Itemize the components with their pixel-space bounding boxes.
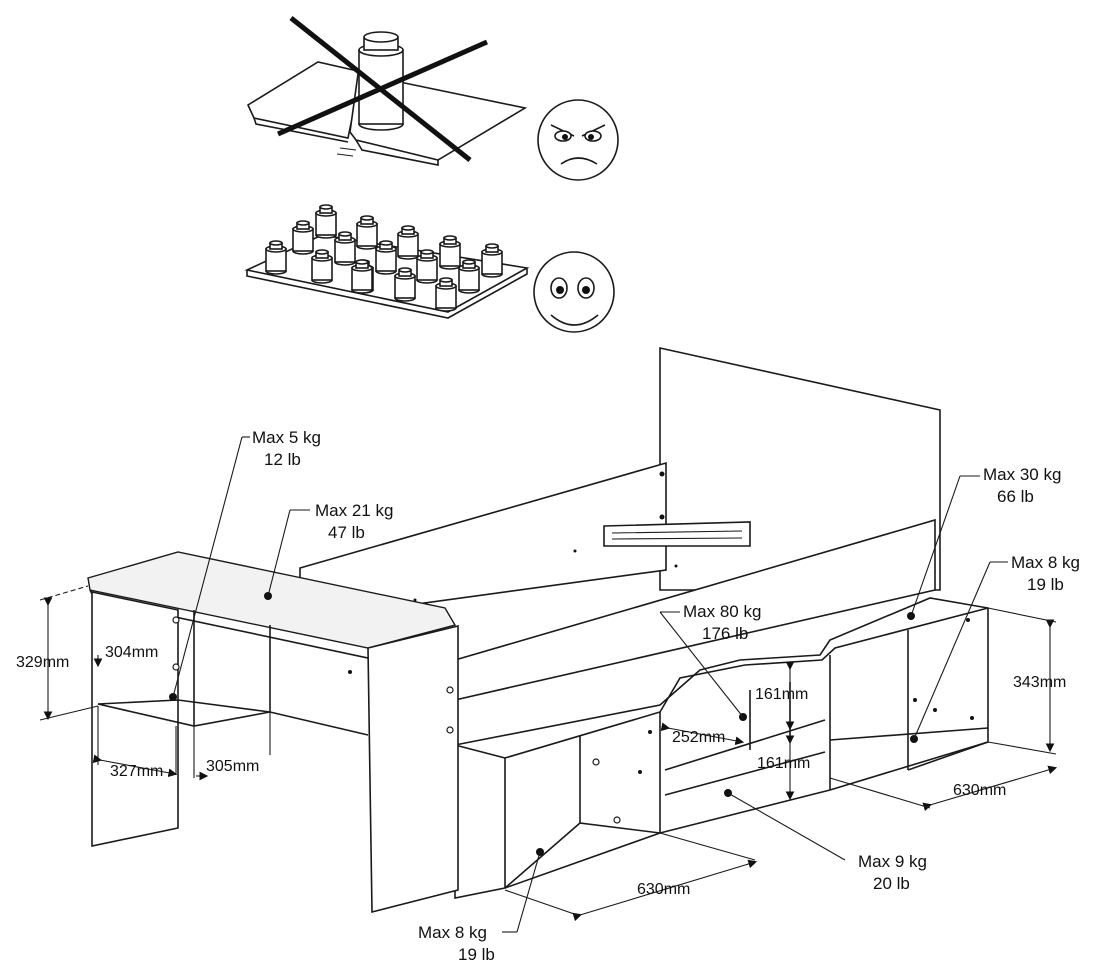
svg-text:19 lb: 19 lb xyxy=(458,945,495,964)
small-weight xyxy=(458,259,480,294)
svg-text:19 lb: 19 lb xyxy=(1027,575,1064,594)
dim-desk-shelf-width: 327mm xyxy=(110,763,163,780)
dim-mid-gap-lower: 161mm xyxy=(757,755,810,772)
small-weight xyxy=(397,225,419,260)
dim-desk-shelf-depth: 304mm xyxy=(105,644,158,661)
small-weight xyxy=(292,220,314,255)
small-weight xyxy=(481,243,503,278)
svg-text:Max 21 kg: Max 21 kg xyxy=(315,501,393,520)
weight-grid xyxy=(265,204,503,312)
svg-text:Max 8 kg: Max 8 kg xyxy=(1011,553,1080,572)
bed-frame xyxy=(87,347,989,914)
small-weight xyxy=(394,267,416,302)
small-weight xyxy=(315,204,337,239)
svg-text:47 lb: 47 lb xyxy=(328,523,365,542)
dim-desk-leg-gap: 305mm xyxy=(206,758,259,775)
happy-face-icon xyxy=(533,251,615,333)
dim-desk-height: 329mm xyxy=(16,654,69,671)
small-weight xyxy=(375,240,397,275)
svg-text:12 lb: 12 lb xyxy=(264,450,301,469)
small-weight xyxy=(416,249,438,284)
svg-text:Max 80 kg: Max 80 kg xyxy=(683,602,761,621)
load-markers xyxy=(169,436,1008,933)
dimension-lines xyxy=(39,585,1058,922)
svg-text:66 lb: 66 lb xyxy=(997,487,1034,506)
distributed-weights-icon xyxy=(244,204,530,319)
load-label-lower-middle: Max 9 kg 20 lb xyxy=(858,852,927,893)
svg-text:20 lb: 20 lb xyxy=(873,874,910,893)
small-weight xyxy=(311,249,333,284)
cross-out-mark xyxy=(276,16,489,162)
dim-mid-gap-upper: 161mm xyxy=(755,686,808,703)
svg-text:Max 5 kg: Max 5 kg xyxy=(252,428,321,447)
load-label-middle-shelf: Max 80 kg 176 lb xyxy=(683,602,761,643)
dim-right-depth: 630mm xyxy=(953,782,1006,799)
load-label-top-right: Max 30 kg 66 lb xyxy=(983,465,1061,506)
load-label-right-shelf: Max 8 kg 19 lb xyxy=(1011,553,1080,594)
svg-text:176 lb: 176 lb xyxy=(702,624,748,643)
load-label-bottom-left: Max 8 kg 19 lb xyxy=(418,923,495,964)
single-weight-icon xyxy=(246,31,528,166)
load-label-desk-top: Max 21 kg 47 lb xyxy=(315,501,393,542)
angry-face-icon xyxy=(537,99,619,181)
small-weight xyxy=(334,231,356,266)
small-weight xyxy=(265,240,287,275)
dim-bottom-depth: 630mm xyxy=(637,881,690,898)
small-weight xyxy=(356,215,378,250)
svg-text:Max 8 kg: Max 8 kg xyxy=(418,923,487,942)
small-weight xyxy=(439,235,461,270)
dim-right-height: 343mm xyxy=(1013,674,1066,691)
load-label-shelf-top-left: Max 5 kg 12 lb xyxy=(252,428,321,469)
dim-mid-width: 252mm xyxy=(672,729,725,746)
small-weight xyxy=(351,259,373,294)
svg-text:Max 9 kg: Max 9 kg xyxy=(858,852,927,871)
small-weight xyxy=(435,277,457,312)
svg-text:Max 30 kg: Max 30 kg xyxy=(983,465,1061,484)
